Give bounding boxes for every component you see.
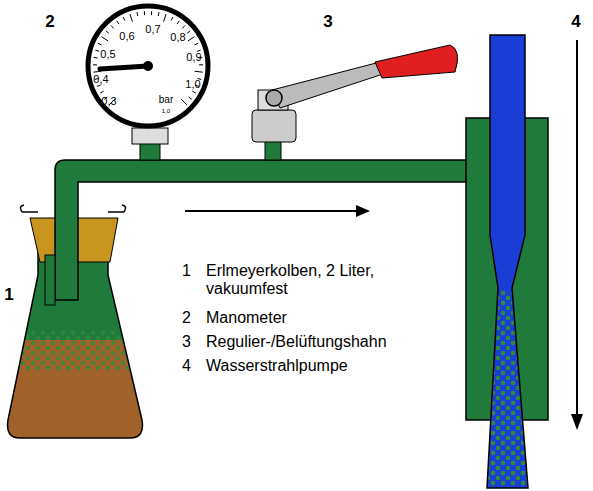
legend-number: 2	[182, 309, 191, 327]
dial-number: 0,9	[186, 51, 201, 64]
unit-label: 1,0	[162, 108, 170, 115]
callout-number: 1	[4, 285, 13, 305]
legend-number: 4	[182, 357, 191, 375]
dial-number: 0,7	[145, 23, 160, 36]
legend-number: 3	[182, 333, 191, 351]
dial-number: 1,0	[185, 78, 200, 91]
dial-number: 0,4	[93, 73, 108, 86]
dial-number: 0,6	[119, 30, 134, 43]
callout-number: 3	[323, 12, 332, 32]
dial-number: 0,8	[170, 31, 185, 44]
callout-number: 4	[571, 12, 580, 32]
legend-text: Wasserstrahlpumpe	[206, 357, 348, 375]
dial-number: 0,3	[101, 95, 116, 108]
legend-text: Erlmeyerkolben, 2 Liter, vakuumfest	[206, 262, 406, 299]
legend-number: 1	[182, 262, 191, 280]
legend-text: Manometer	[206, 309, 287, 327]
legend-text: Regulier-/Belüftungshahn	[206, 333, 387, 351]
callout-number: 2	[45, 12, 54, 32]
dial-number: 0,5	[100, 48, 115, 61]
unit-label: bar	[159, 94, 173, 106]
